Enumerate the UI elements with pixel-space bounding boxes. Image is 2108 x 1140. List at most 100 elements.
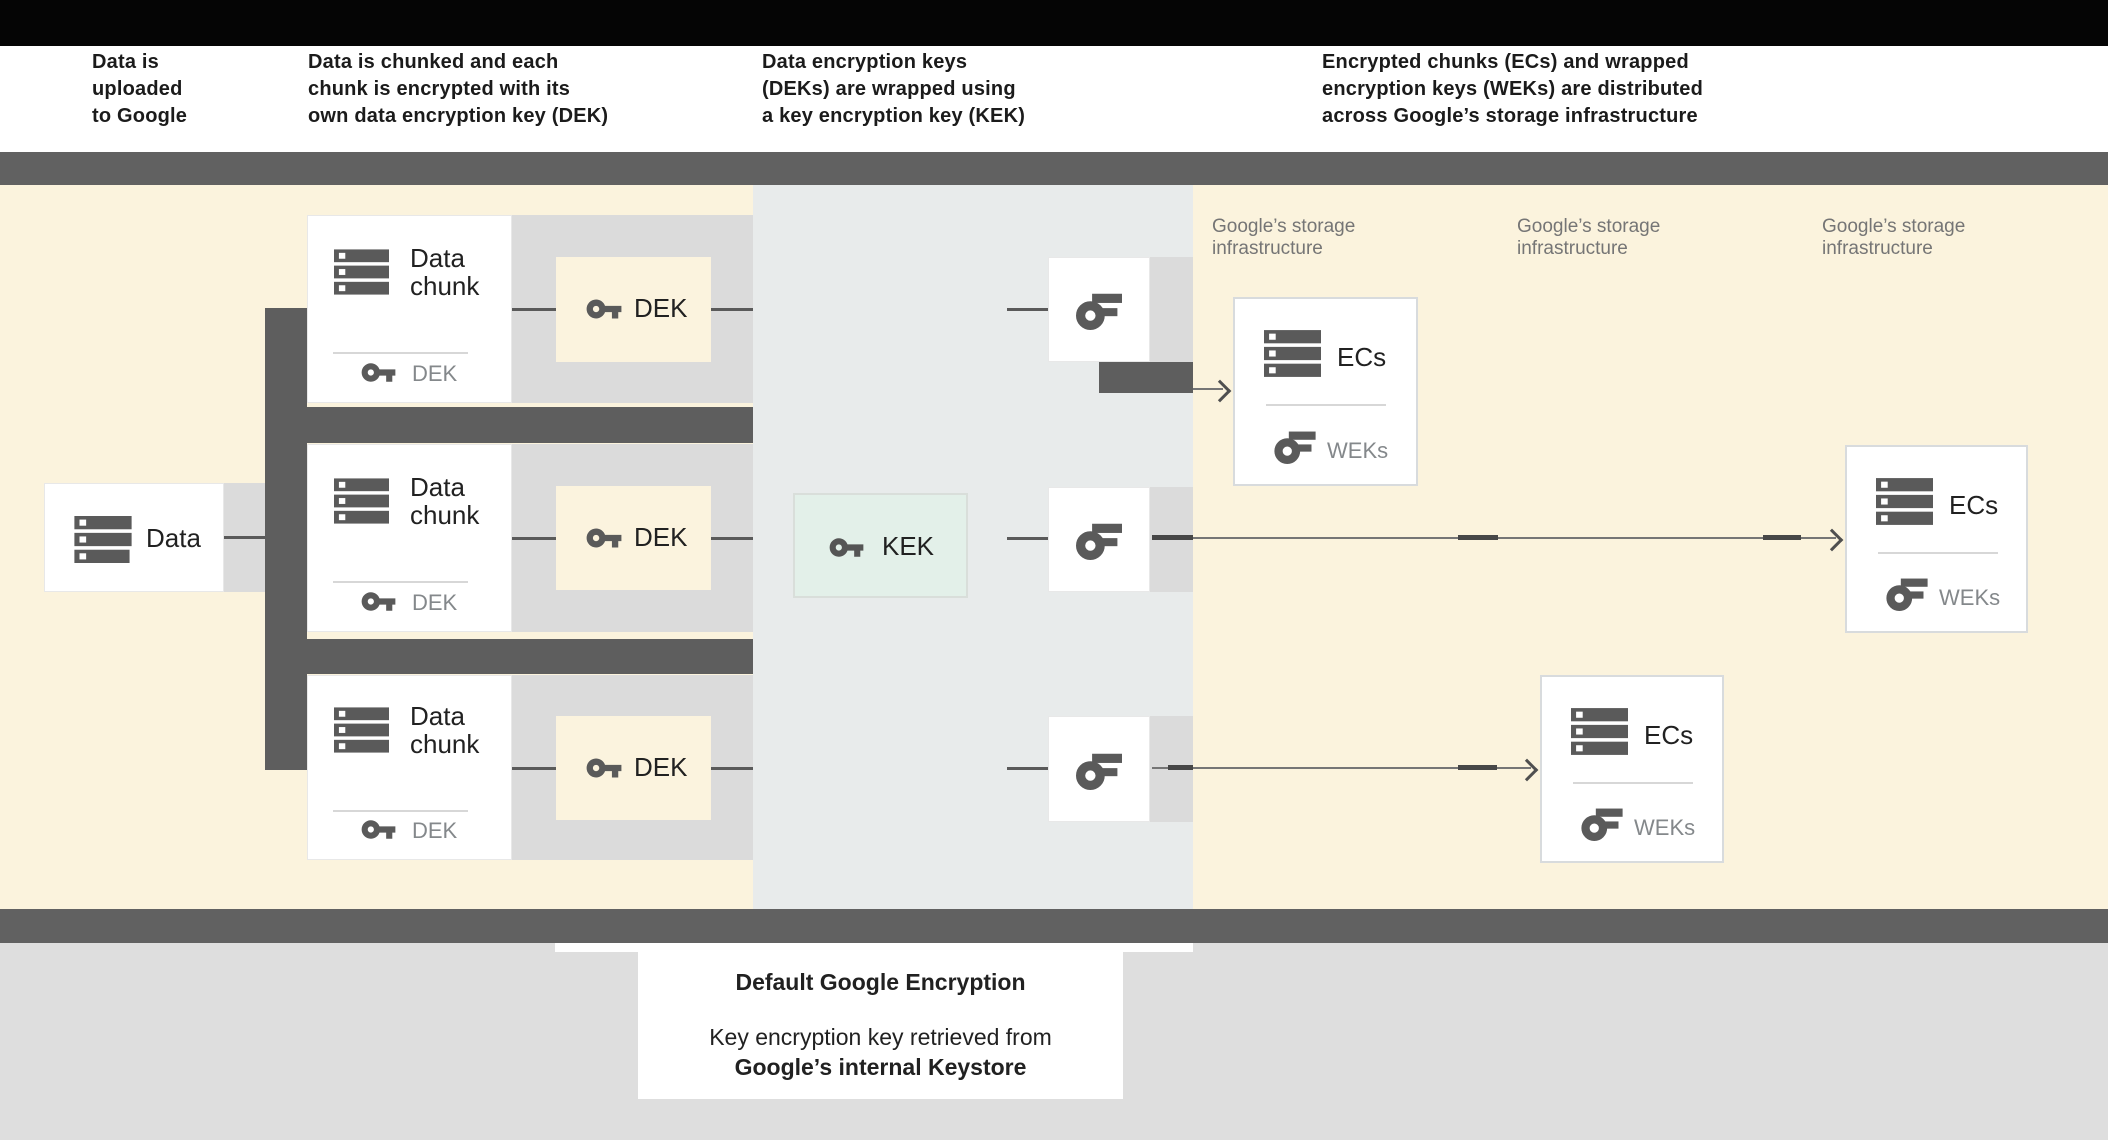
caption-step-1: Data is uploaded to Google: [92, 49, 187, 130]
connector-dek2-panel: [711, 537, 753, 540]
caption-line: Data is chunked and each: [308, 51, 559, 73]
dek-box-label: DEK: [634, 522, 688, 552]
key-icon: [585, 526, 623, 550]
key-icon: [360, 818, 397, 841]
key-icon: [360, 361, 397, 384]
box-divider: [1573, 782, 1693, 784]
wrapped-key-pipe: [1099, 362, 1193, 393]
storage-label-line: Google’s storage: [1517, 216, 1661, 237]
caption-line: to Google: [92, 105, 188, 127]
key-strip-1: [1150, 257, 1193, 362]
key-icon: [828, 536, 865, 559]
footer-subtitle-line-2: Google’s internal Keystore: [734, 1054, 1027, 1080]
splitter-pipe-2: [265, 639, 753, 674]
box-divider: [1878, 552, 1998, 554]
top-black-band: [0, 0, 2108, 46]
storage-stack-icon: [1876, 478, 1933, 525]
storage-label-line: infrastructure: [1822, 238, 1933, 259]
ecs-weks-label: WEKs: [1939, 585, 2001, 610]
ecs-box-2: ECs WEKs: [1845, 445, 2028, 633]
box-divider: [333, 581, 468, 583]
connector-chunk2-dek2: [512, 537, 556, 540]
footer-title: Default Google Encryption: [735, 969, 1026, 995]
kek-box: KEK: [793, 493, 968, 598]
caption-line: Data encryption keys: [762, 51, 968, 73]
caption-line: a key encryption key (KEK): [762, 105, 1026, 127]
ecs-weks-label: WEKs: [1327, 438, 1389, 463]
data-chunk-title: Data chunk: [410, 701, 480, 759]
footer-caption-card: Default Google Encryption Key encryption…: [638, 946, 1123, 1099]
storage-stack-icon: [334, 707, 389, 753]
data-chunk-title: Data chunk: [410, 472, 480, 530]
splitter-pipe-1: [265, 407, 753, 443]
dek-box-2: DEK: [556, 486, 711, 590]
box-divider: [333, 810, 468, 812]
wrapped-key-icon: [1076, 752, 1122, 790]
arrow-line-3: [1152, 767, 1531, 769]
storage-label-line: infrastructure: [1212, 238, 1323, 259]
footer-subtitle-line-1: Key encryption key retrieved from: [709, 1024, 1052, 1050]
arrow-line-1: [1193, 388, 1223, 390]
storage-stack-icon: [1571, 708, 1628, 755]
key-icon: [585, 756, 623, 780]
data-chunk-box-1: Data chunk DEK: [307, 215, 512, 403]
caption-line: chunk is encrypted with its: [308, 78, 571, 100]
chunk-dek-label: DEK: [412, 590, 458, 615]
arrow-3-segment: [1168, 765, 1193, 770]
storage-label-line: Google’s storage: [1212, 216, 1356, 237]
box-divider: [1266, 404, 1386, 406]
wrapped-key-icon: [1274, 430, 1316, 464]
wrapped-key-icon: [1076, 292, 1122, 330]
data-box: Data: [44, 483, 224, 592]
caption-step-2: Data is chunked and each chunk is encryp…: [308, 49, 608, 130]
caption-line: Encrypted chunks (ECs) and wrapped: [1322, 51, 1689, 73]
storage-label-line: infrastructure: [1517, 238, 1628, 259]
caption-line: uploaded: [92, 78, 183, 100]
ecs-box-title: ECs: [1644, 720, 1694, 750]
data-box-label: Data: [146, 523, 201, 553]
connector-data-trunk: [224, 536, 265, 539]
caption-line: (DEKs) are wrapped using: [762, 78, 1016, 100]
caption-line: Data is: [92, 51, 159, 73]
connector-panel-key3: [1007, 767, 1048, 770]
dek-box-label: DEK: [634, 293, 688, 323]
connector-panel-key2: [1007, 537, 1048, 540]
dek-box-label: DEK: [634, 752, 688, 782]
connector-chunk3-dek3: [512, 767, 556, 770]
connector-chunk1-dek1: [512, 308, 556, 311]
wrapped-key-icon: [1076, 522, 1122, 560]
storage-stack-icon: [334, 478, 389, 524]
storage-infrastructure-label-2: Google’s storage infrastructure: [1517, 216, 1660, 260]
connector-dek3-panel: [711, 767, 753, 770]
chunk-dek-label: DEK: [412, 818, 458, 843]
arrow-2-segment: [1152, 535, 1193, 540]
storage-stack-icon: [334, 249, 389, 295]
process-caption-strip: Data is uploaded to Google Data is chunk…: [0, 46, 2108, 152]
storage-infrastructure-label-1: Google’s storage infrastructure: [1212, 216, 1355, 260]
data-chunk-box-2: Data chunk DEK: [307, 444, 512, 632]
ecs-box-3: ECs WEKs: [1540, 675, 1724, 863]
arrow-2-segment: [1458, 535, 1498, 540]
connector-dek1-panel: [711, 308, 753, 311]
ecs-box-title: ECs: [1337, 342, 1387, 372]
bottom-gray-rule: [0, 909, 2108, 943]
ecs-box-title: ECs: [1949, 490, 1999, 520]
storage-stack-icon: [74, 516, 132, 563]
top-gray-rule: [0, 152, 2108, 185]
dek-box-3: DEK: [556, 716, 711, 820]
caption-step-3: Data encryption keys (DEKs) are wrapped …: [762, 49, 1025, 130]
dek-box-1: DEK: [556, 257, 711, 362]
ecs-box-1: ECs WEKs: [1233, 297, 1418, 486]
wrapped-key-icon: [1581, 807, 1623, 841]
wrap-key-box-1: [1048, 257, 1150, 362]
connector-panel-key1: [1007, 308, 1048, 311]
box-divider: [333, 352, 468, 354]
wrap-key-box-2: [1048, 487, 1150, 592]
wrap-key-box-3: [1048, 716, 1150, 822]
caption-line: own data encryption key (DEK): [308, 105, 609, 127]
kek-box-label: KEK: [882, 531, 935, 561]
caption-line: encryption keys (WEKs) are distributed: [1322, 78, 1704, 100]
caption-line: across Google’s storage infrastructure: [1322, 105, 1698, 127]
splitter-trunk: [265, 308, 307, 770]
